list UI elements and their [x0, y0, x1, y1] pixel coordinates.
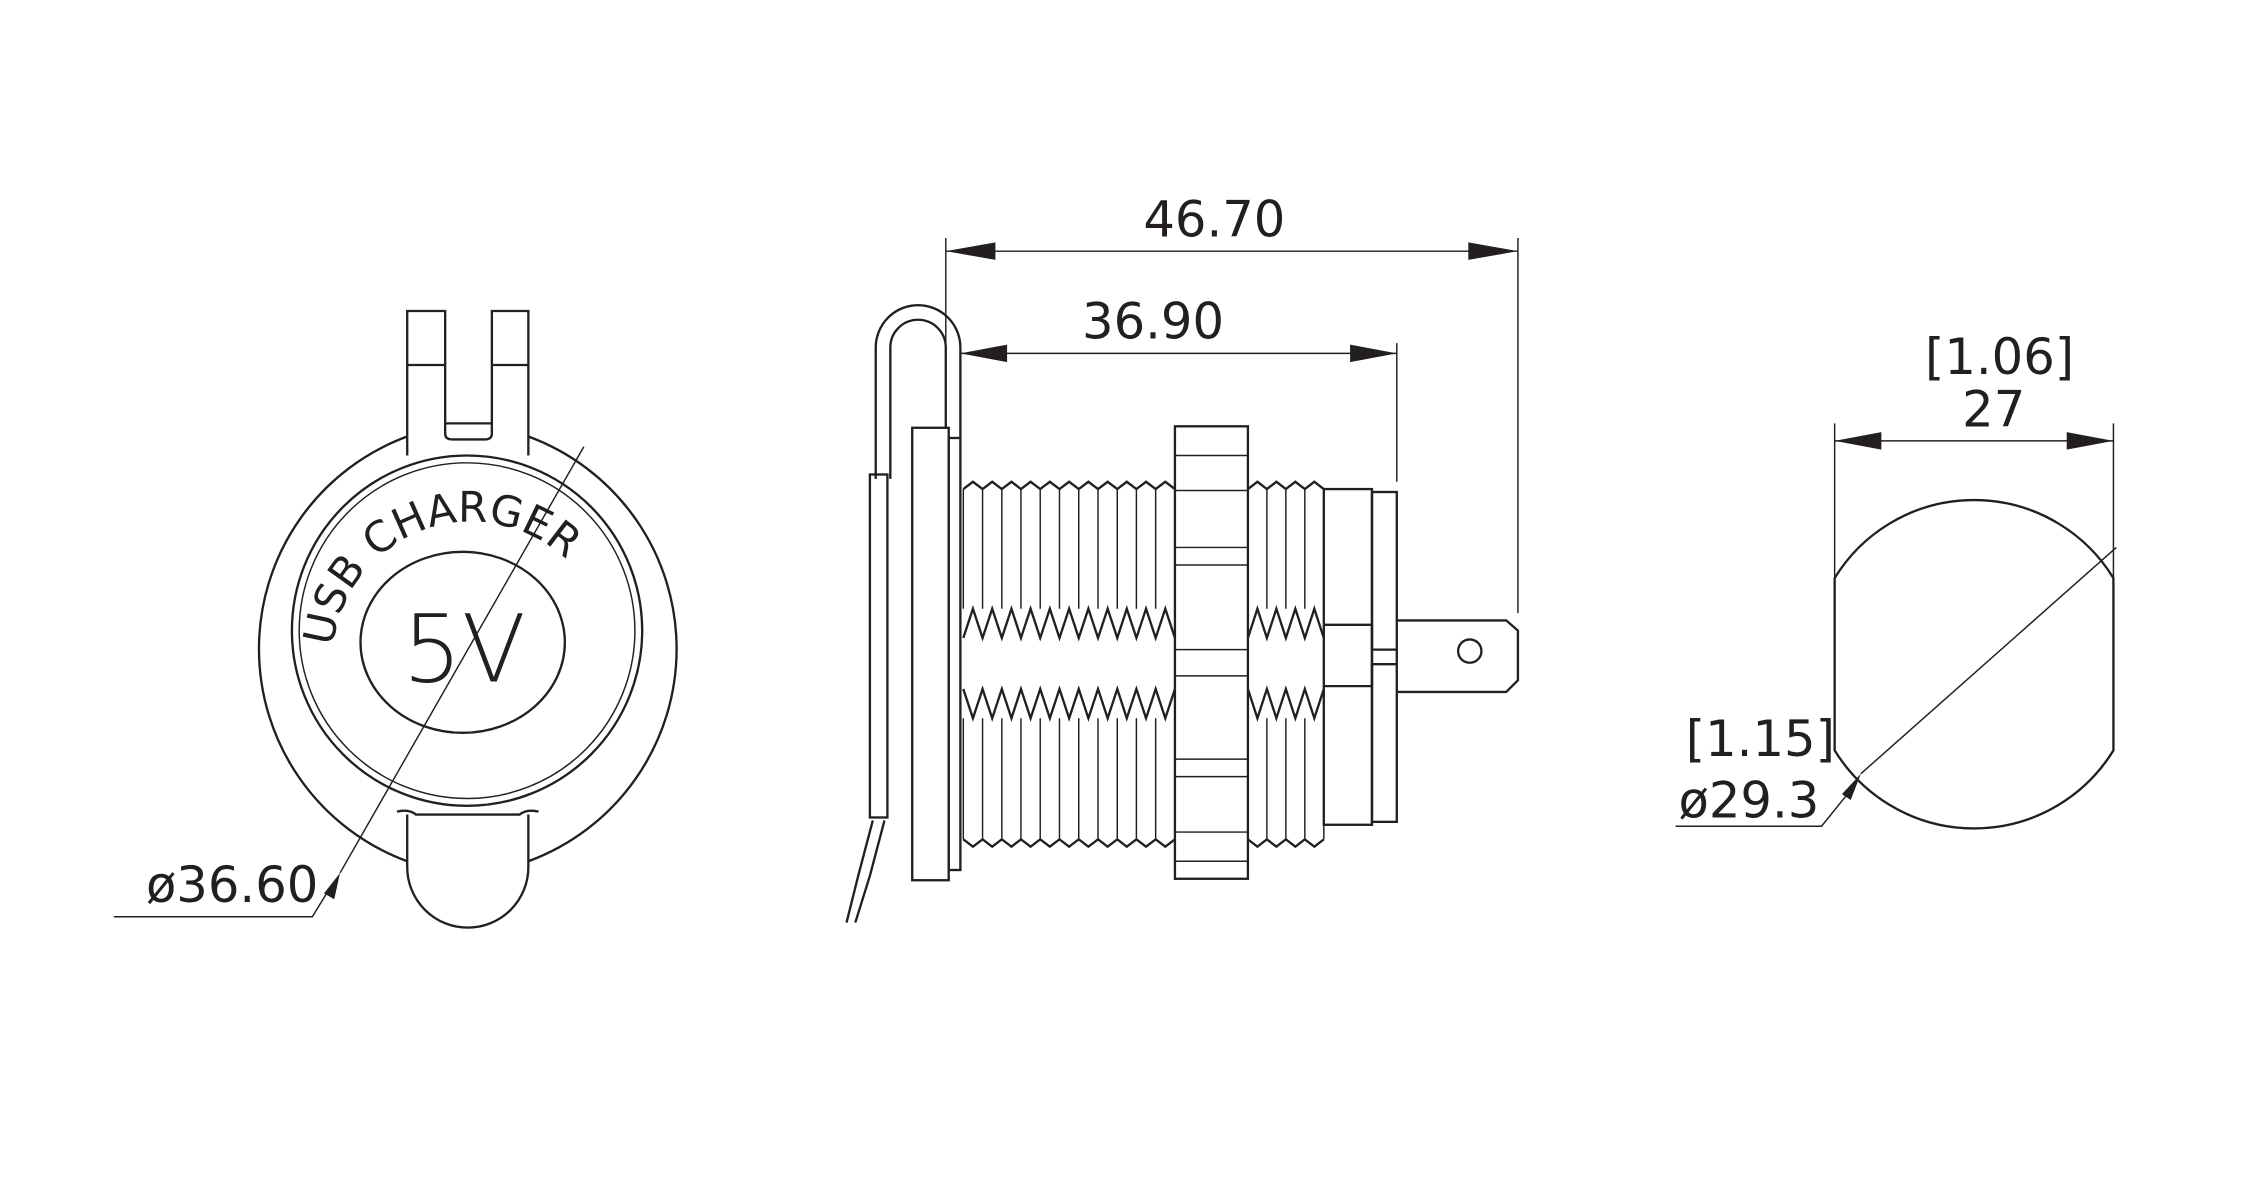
body-length-dim: 36.90	[1082, 293, 1224, 351]
arrow-icon	[960, 344, 1008, 363]
arrow-icon	[1834, 432, 1882, 450]
thread-crest	[962, 837, 1176, 849]
rear-cap-ring	[1370, 490, 1398, 824]
cap-edge	[868, 473, 889, 819]
hinge-hook	[874, 304, 962, 479]
thread-crest	[962, 480, 1176, 491]
terminal-base	[1323, 623, 1397, 688]
diameter-line	[1860, 546, 2117, 775]
cutout-view: [1.06] 27 [1.15] ø29.3	[1675, 328, 2117, 830]
thread-root	[962, 605, 1177, 642]
outer-bezel	[257, 435, 678, 863]
flange-face	[947, 436, 962, 872]
arrow-icon	[2066, 432, 2114, 450]
leader-line	[1675, 795, 1847, 827]
cap-strap	[845, 820, 874, 923]
rear-cap	[1322, 487, 1374, 826]
diameter-mm-dim: ø29.3	[1678, 771, 1819, 829]
front-diameter-dim: ø36.60	[146, 856, 318, 914]
thread-root	[1246, 685, 1325, 723]
arrow-icon	[945, 242, 996, 260]
mounting-nut	[1173, 425, 1250, 880]
threaded-body	[962, 480, 1325, 849]
diameter-inch-dim: [1.15]	[1686, 710, 1835, 768]
bottom-cap-tab	[396, 809, 539, 929]
thread-root	[962, 685, 1177, 722]
spade-terminal	[1396, 619, 1520, 694]
inner-ring	[290, 454, 644, 807]
arrow-icon	[1841, 773, 1861, 800]
overall-length-dim: 46.70	[1143, 191, 1285, 249]
width-inch-dim: [1.06]	[1925, 328, 2074, 386]
width-mm-dim: 27	[1962, 380, 2025, 438]
arrow-icon	[1350, 344, 1397, 363]
thread-root	[1246, 604, 1325, 642]
thread-crest	[1247, 837, 1325, 849]
top-hinge-tab	[406, 309, 530, 456]
leader-line	[113, 890, 330, 918]
cap-strap	[854, 820, 886, 923]
arrow-icon	[1468, 242, 1518, 260]
diameter-line	[339, 446, 585, 874]
arrow-icon	[324, 872, 341, 900]
thread-crest	[1247, 480, 1325, 491]
d-cutout-outline	[1833, 498, 2115, 830]
center-disc	[359, 550, 567, 734]
side-view: 46.70 36.90	[845, 191, 1520, 923]
terminal-hole	[1456, 638, 1483, 664]
voltage-label: 5V	[402, 596, 525, 705]
front-view: USB CHARGER 5V ø36.60	[113, 309, 678, 929]
flange	[911, 426, 950, 882]
inner-ring-edge	[298, 462, 636, 800]
